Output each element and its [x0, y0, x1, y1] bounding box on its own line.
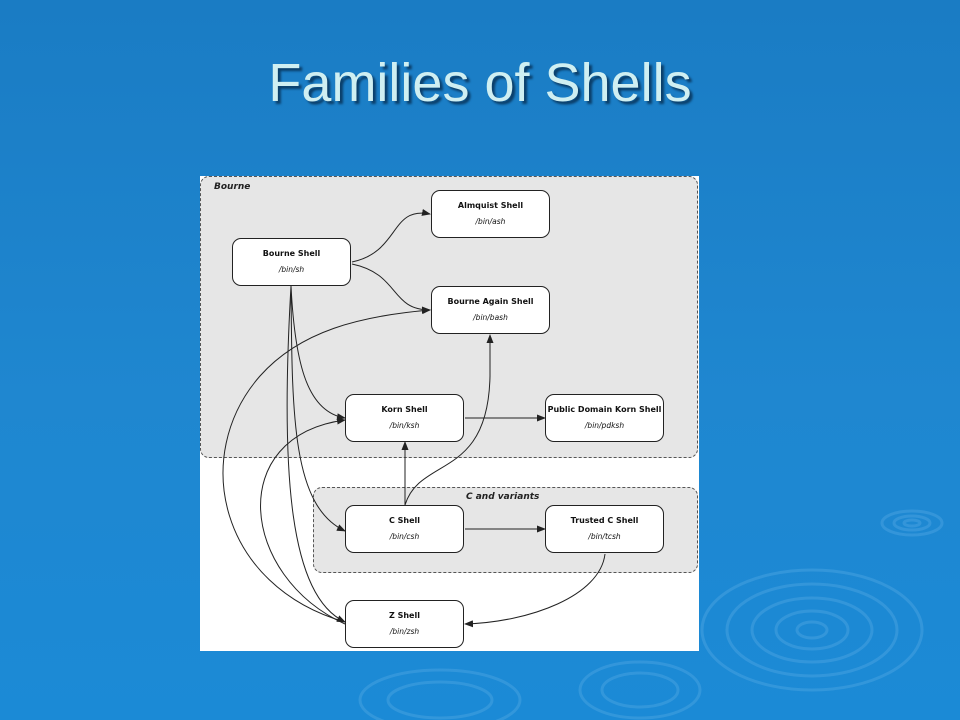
- node-almquist-shell: Almquist Shell /bin/ash: [431, 190, 550, 238]
- node-c-shell: C Shell /bin/csh: [345, 505, 464, 553]
- node-c-shell-name: C Shell: [388, 516, 421, 525]
- cluster-bourne-label: Bourne: [214, 182, 251, 192]
- node-bourne-shell-path: /bin/sh: [278, 265, 305, 274]
- node-public-domain-korn-shell: Public Domain Korn Shell /bin/pdksh: [545, 394, 664, 442]
- edge-bourne-to-bash: [351, 263, 431, 314]
- node-korn-shell-path: /bin/ksh: [389, 421, 420, 430]
- node-bash-name: Bourne Again Shell: [447, 297, 534, 306]
- node-almquist-shell-name: Almquist Shell: [457, 201, 524, 210]
- node-bourne-shell: Bourne Shell /bin/sh: [232, 238, 351, 286]
- node-almquist-shell-path: /bin/ash: [475, 217, 506, 226]
- edges-layer: [222, 209, 606, 628]
- node-pdksh-path: /bin/pdksh: [584, 421, 625, 430]
- edge-bourne-to-c-shell: [290, 285, 346, 532]
- edge-zsh-to-bash: [222, 307, 431, 623]
- edge-zsh-to-korn: [260, 417, 346, 625]
- edge-bourne-to-korn: [290, 285, 346, 421]
- edge-bourne-to-zsh: [286, 285, 346, 623]
- edge-bourne-to-almquist: [351, 209, 431, 263]
- node-pdksh-name: Public Domain Korn Shell: [547, 405, 662, 414]
- node-c-shell-path: /bin/csh: [389, 532, 420, 541]
- edge-tcsh-to-zsh: [464, 553, 606, 628]
- shell-families-diagram: Bourne C and variants Bourne Shell /bin/…: [200, 176, 699, 651]
- node-z-shell-path: /bin/zsh: [389, 627, 420, 636]
- slide-title: Families of Shells: [268, 53, 692, 113]
- node-tcsh-name: Trusted C Shell: [570, 516, 639, 525]
- node-bourne-again-shell: Bourne Again Shell /bin/bash: [431, 286, 550, 334]
- node-bash-path: /bin/bash: [473, 313, 508, 322]
- cluster-c-variants-label: C and variants: [466, 492, 540, 502]
- node-z-shell-name: Z Shell: [389, 611, 420, 620]
- node-korn-shell-name: Korn Shell: [381, 405, 428, 414]
- node-trusted-c-shell: Trusted C Shell /bin/tcsh: [545, 505, 664, 553]
- edge-c-shell-to-bash: [404, 334, 494, 506]
- node-korn-shell: Korn Shell /bin/ksh: [345, 394, 464, 442]
- node-bourne-shell-name: Bourne Shell: [262, 249, 321, 258]
- node-tcsh-path: /bin/tcsh: [588, 532, 621, 541]
- node-z-shell: Z Shell /bin/zsh: [345, 600, 464, 648]
